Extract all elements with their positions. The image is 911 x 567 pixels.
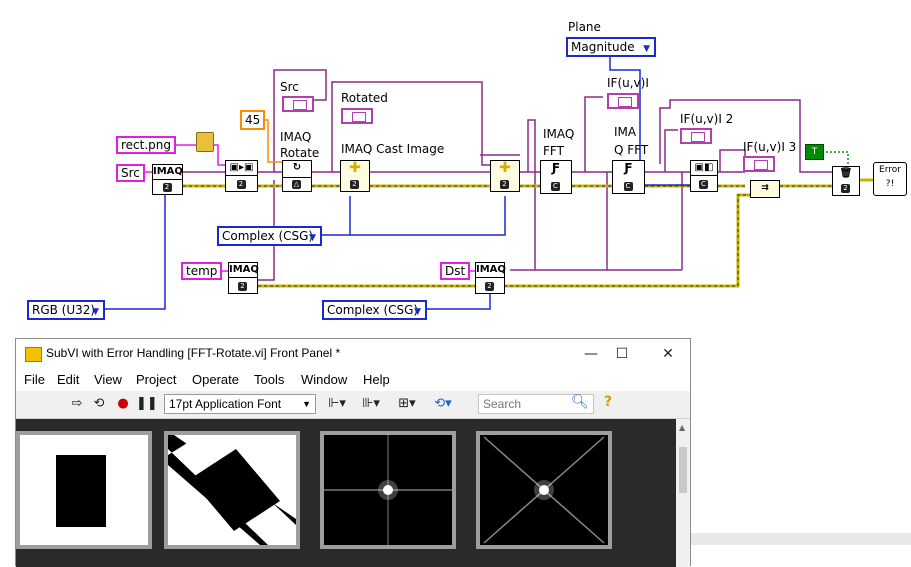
image-type-ring-rgb[interactable]: RGB (U32)▼	[27, 300, 105, 320]
image-type-ring-complex-2[interactable]: Complex (CSG)▼	[322, 300, 427, 320]
image-name-constant-src[interactable]: Src	[116, 164, 145, 182]
label-fuv-1: IF(u,v)I	[607, 76, 649, 90]
label-src: Src	[280, 80, 299, 94]
label-fuv-2: IF(u,v)I 2	[680, 112, 734, 126]
imaq-dispose-vi[interactable]: 🗑2	[832, 166, 860, 196]
window-title: SubVI with Error Handling [FFT-Rotate.vi…	[46, 346, 341, 360]
label-imaq-ifft-2: Q FFT	[614, 143, 649, 157]
label-rotated: Rotated	[341, 91, 388, 105]
vertical-scrollbar[interactable]: ▲	[676, 419, 690, 567]
image-type-ring-complex-1[interactable]: Complex (CSG)▼	[217, 226, 322, 246]
scroll-up-icon[interactable]: ▲	[679, 423, 686, 432]
label-imaq-fft-1: IMAQ	[543, 127, 575, 141]
path-constant[interactable]: rect.png	[116, 136, 177, 154]
image-indicator-src[interactable]	[282, 96, 314, 112]
image-indicator-rotated[interactable]	[341, 108, 373, 124]
image-name-constant-temp[interactable]: temp	[181, 262, 223, 280]
label-imaq-fft-2: FFT	[543, 144, 564, 158]
image-indicator-fuv-1[interactable]	[607, 93, 639, 109]
imaq-rotate-vi[interactable]: ↻△	[282, 160, 312, 192]
label-imaq-rotate-1: IMAQ	[280, 130, 312, 144]
diagram-horizontal-scrollbar[interactable]	[691, 533, 911, 545]
label-plane: Plane	[568, 20, 601, 34]
menu-bar: File Edit View Project Operate Tools Win…	[16, 369, 690, 391]
menu-window[interactable]: Window	[301, 372, 348, 387]
imaq-readfile-vi[interactable]: ▣▸▣2	[225, 160, 258, 192]
image-fft-rotated	[480, 435, 608, 545]
label-imaq-rotate-2: Rotate	[280, 146, 320, 160]
menu-view[interactable]: View	[94, 372, 122, 387]
angle-constant[interactable]: 45	[240, 110, 266, 130]
image-indicator-fuv-2[interactable]	[680, 128, 712, 144]
image-display-rotated[interactable]	[164, 431, 300, 549]
merge-errors[interactable]: ⇉	[750, 180, 780, 198]
chevron-down-icon: ▼	[643, 44, 650, 54]
chevron-down-icon: ▼	[302, 399, 311, 409]
menu-edit[interactable]: Edit	[57, 372, 80, 387]
menu-project[interactable]: Project	[136, 372, 177, 387]
image-fft	[324, 435, 452, 545]
folder-icon	[196, 132, 214, 152]
image-rotated	[168, 435, 296, 545]
imaq-complex-to-plane-vi[interactable]: ▣◧C	[690, 160, 718, 192]
label-imaq-cast: IMAQ Cast Image	[341, 142, 445, 156]
imaq-cast-image-vi-2[interactable]: ✚2	[490, 160, 520, 192]
front-panel-window: SubVI with Error Handling [FFT-Rotate.vi…	[15, 338, 691, 567]
image-indicator-fuv-3[interactable]	[743, 156, 775, 172]
pause-icon[interactable]: ❚❚	[136, 396, 158, 411]
abort-icon[interactable]: ●	[117, 396, 129, 411]
reorder-icon[interactable]: ⟲▾	[434, 396, 452, 411]
menu-file[interactable]: File	[24, 372, 45, 387]
image-src	[20, 435, 148, 545]
minimize-button[interactable]: —	[584, 346, 598, 362]
distribute-objects-icon[interactable]: ⊪▾	[362, 396, 380, 411]
menu-help[interactable]: Help	[363, 372, 390, 387]
chevron-down-icon: ▼	[414, 307, 421, 317]
run-continuously-icon[interactable]: ⟲	[93, 396, 105, 411]
labview-app-icon	[25, 347, 42, 362]
image-name-constant-dst[interactable]: Dst	[440, 262, 471, 280]
label-fuv-3: IF(u,v)I 3	[743, 140, 797, 154]
toolbar: ⇨ ⟲ ● ❚❚ 17pt Application Font▼ ⊩▾ ⊪▾ ⊞▾…	[16, 391, 690, 463]
close-button[interactable]: ✕	[662, 346, 674, 362]
chevron-down-icon: ▼	[92, 307, 99, 317]
search-icon[interactable]: 🔍︎	[571, 394, 589, 410]
label-imaq-ifft-1: IMA	[614, 125, 637, 139]
boolean-true-constant[interactable]: T	[805, 144, 824, 160]
resize-objects-icon[interactable]: ⊞▾	[398, 396, 416, 411]
help-icon[interactable]: ?	[603, 394, 613, 410]
front-panel-canvas	[16, 419, 676, 567]
maximize-button[interactable]: ☐	[615, 346, 629, 362]
menu-tools[interactable]: Tools	[254, 372, 285, 387]
chevron-down-icon: ▼	[309, 233, 316, 243]
scrollbar-thumb[interactable]	[679, 447, 687, 493]
image-display-fft[interactable]	[320, 431, 456, 549]
title-bar: SubVI with Error Handling [FFT-Rotate.vi…	[16, 339, 690, 369]
error-handler-icon[interactable]: Error?!	[873, 162, 907, 196]
font-select[interactable]: 17pt Application Font▼	[164, 394, 316, 414]
imaq-cast-image-vi[interactable]: ✚2	[340, 160, 370, 192]
image-display-src[interactable]	[16, 431, 152, 549]
align-objects-icon[interactable]: ⊩▾	[328, 396, 346, 411]
plane-ring[interactable]: Magnitude▼	[566, 37, 656, 57]
menu-operate[interactable]: Operate	[192, 372, 239, 387]
search-input[interactable]: Search	[478, 394, 594, 414]
run-arrow-icon[interactable]: ⇨	[71, 396, 83, 411]
image-display-fft-rotated[interactable]	[476, 431, 612, 549]
